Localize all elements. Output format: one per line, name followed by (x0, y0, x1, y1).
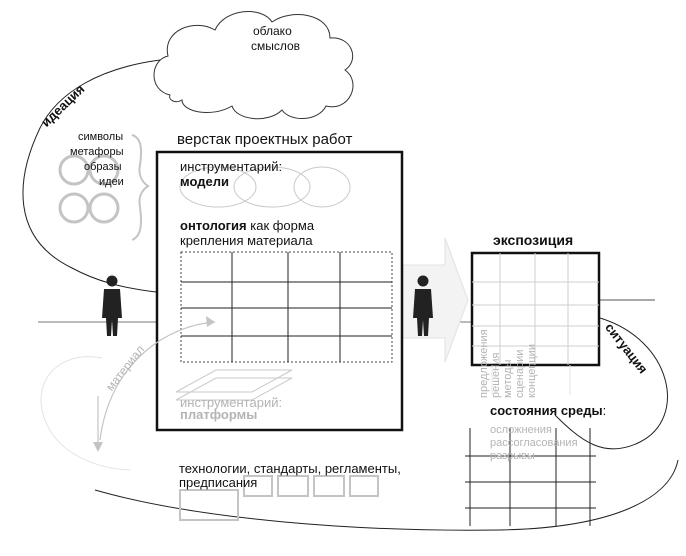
ideas-item-ideas: идеи (99, 176, 124, 188)
environment-item-complications: осложнения (490, 424, 552, 436)
instruments-label: инструментарий: (180, 159, 283, 174)
environment-item-mismatches: рассогласования (490, 437, 578, 449)
model-ellipses (179, 166, 351, 208)
ideas-item-symbols: символы (78, 131, 124, 143)
person-figure-right (413, 275, 433, 336)
ontology-label-line2: крепления материала (180, 233, 313, 248)
environment-item-gaps: разрывы (490, 450, 535, 462)
cloud-label-line1: облако (253, 24, 292, 38)
technologies-line1: технологии, стандарты, регламенты, (179, 461, 401, 476)
exposition-item-methods: методы (502, 359, 514, 398)
exposition-item-scenarios: сценарии (514, 349, 526, 398)
workbench-frame (155, 150, 404, 432)
material-down-arrowhead (93, 442, 103, 452)
ontology-rest: как форма (246, 218, 315, 233)
environment-grid (465, 428, 596, 526)
cloud-shape (153, 11, 354, 120)
material-curve (99, 321, 216, 441)
ontology-grid (181, 252, 392, 362)
symbol-circles (58, 154, 120, 224)
workbench-title: верстак проектных работ (177, 131, 353, 148)
ideas-item-images: образы (84, 161, 122, 173)
ontology-grid-border (180, 251, 393, 363)
material-arrowhead (206, 316, 215, 327)
environment-title-suffix: : (602, 403, 607, 418)
bottom-curve (94, 459, 679, 531)
exposition-down-lines (491, 365, 571, 395)
exposition-grid (472, 253, 599, 365)
flow-arrow (401, 237, 469, 363)
ideation-curve (22, 59, 161, 293)
person-figure-left (102, 275, 122, 336)
platform-layers (175, 369, 293, 401)
situation-curve (554, 317, 668, 450)
material-loop (40, 356, 131, 471)
technology-boxes (179, 475, 379, 521)
platforms-prefix: инструментарий: (180, 395, 283, 410)
exposition-item-proposals: предложения (478, 329, 490, 398)
models-label: модели (180, 174, 229, 189)
environment-title: состояния среды: (490, 404, 606, 418)
exposition-item-concepts: концепции (526, 344, 538, 398)
ideas-brace (131, 134, 150, 241)
exposition-title: экспозиция (493, 232, 574, 248)
technologies-line2: предписания (179, 475, 258, 490)
environment-title-bold: состояния среды (490, 403, 603, 418)
cloud-label-line2: смыслов (251, 39, 301, 53)
ontology-bold: онтология (180, 218, 247, 233)
ideas-item-metaphors: метафоры (70, 146, 124, 158)
exposition-item-decisions: решения (490, 352, 502, 398)
ontology-label-line1: онтология как форма (180, 219, 314, 233)
platforms-label: платформы (180, 407, 258, 422)
